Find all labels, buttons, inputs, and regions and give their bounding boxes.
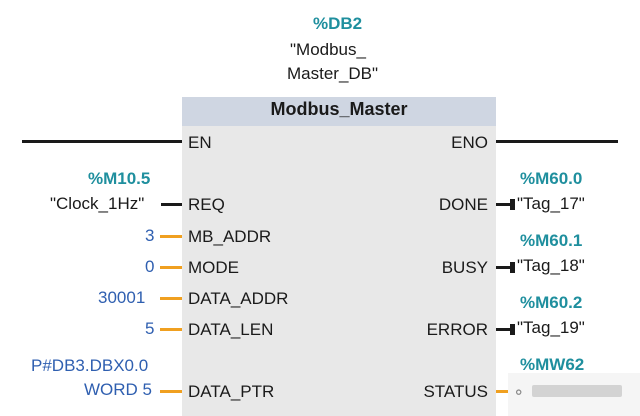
error-coil-marker — [510, 324, 515, 335]
chat-bubble-icon: ⚬ — [512, 385, 526, 402]
pin-data-addr: DATA_ADDR — [188, 289, 289, 308]
req-wire[interactable] — [161, 203, 182, 206]
data-len-wire[interactable] — [160, 328, 182, 331]
req-operand[interactable]: "Clock_1Hz" — [50, 194, 145, 213]
pin-done: DONE — [438, 195, 488, 214]
block-header — [182, 97, 496, 126]
pin-eno: ENO — [451, 133, 488, 152]
pin-en: EN — [188, 133, 212, 152]
modbus-master-block[interactable] — [182, 97, 496, 416]
done-coil-marker — [510, 199, 515, 210]
busy-operand[interactable]: "Tag_18" — [517, 256, 585, 275]
en-wire[interactable] — [22, 140, 182, 143]
pin-busy: BUSY — [441, 258, 488, 277]
pin-data-len: DATA_LEN — [188, 320, 274, 339]
done-address[interactable]: %M60.0 — [520, 169, 583, 188]
error-address[interactable]: %M60.2 — [520, 293, 583, 312]
mb-addr-wire[interactable] — [160, 235, 182, 238]
eno-wire[interactable] — [496, 140, 618, 143]
pin-mb-addr: MB_ADDR — [188, 227, 272, 246]
busy-wire[interactable] — [496, 266, 510, 269]
block-title: Modbus_Master — [270, 99, 408, 119]
error-operand[interactable]: "Tag_19" — [517, 318, 585, 337]
status-address[interactable]: %MW62 — [520, 355, 585, 374]
done-operand[interactable]: "Tag_17" — [517, 194, 585, 213]
pin-data-ptr: DATA_PTR — [188, 382, 275, 401]
data-addr-operand[interactable]: 30001 — [98, 288, 146, 307]
busy-address[interactable]: %M60.1 — [520, 231, 583, 250]
mode-operand[interactable]: 0 — [145, 257, 155, 276]
data-ptr-wire[interactable] — [160, 390, 182, 393]
instance-db-name-line2[interactable]: Master_DB" — [287, 64, 379, 83]
pin-mode: MODE — [188, 258, 239, 277]
instance-db-address[interactable]: %DB2 — [313, 14, 363, 33]
busy-coil-marker — [510, 262, 515, 273]
data-ptr-operand-line2[interactable]: WORD 5 — [84, 380, 152, 399]
pin-req: REQ — [188, 195, 225, 214]
mode-wire[interactable] — [160, 266, 182, 269]
data-ptr-operand-line1[interactable]: P#DB3.DBX0.0 — [31, 356, 149, 375]
data-len-operand[interactable]: 5 — [145, 319, 155, 338]
done-wire[interactable] — [496, 203, 510, 206]
mb-addr-operand[interactable]: 3 — [145, 226, 155, 245]
instance-db-name-line1[interactable]: "Modbus_ — [290, 40, 366, 59]
watermark-text-placeholder — [532, 385, 622, 397]
pin-status: STATUS — [423, 382, 488, 401]
pin-error: ERROR — [426, 320, 488, 339]
data-addr-wire[interactable] — [160, 297, 182, 300]
status-wire[interactable] — [496, 390, 508, 393]
error-wire[interactable] — [496, 328, 510, 331]
req-address[interactable]: %M10.5 — [88, 169, 151, 188]
